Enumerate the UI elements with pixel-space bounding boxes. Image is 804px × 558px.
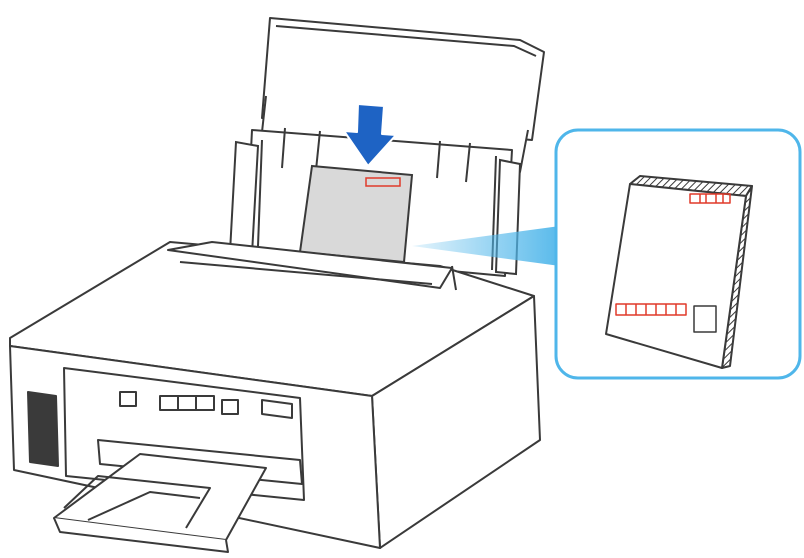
envelope-icon: [606, 176, 752, 368]
loaded-envelope: [300, 166, 412, 262]
